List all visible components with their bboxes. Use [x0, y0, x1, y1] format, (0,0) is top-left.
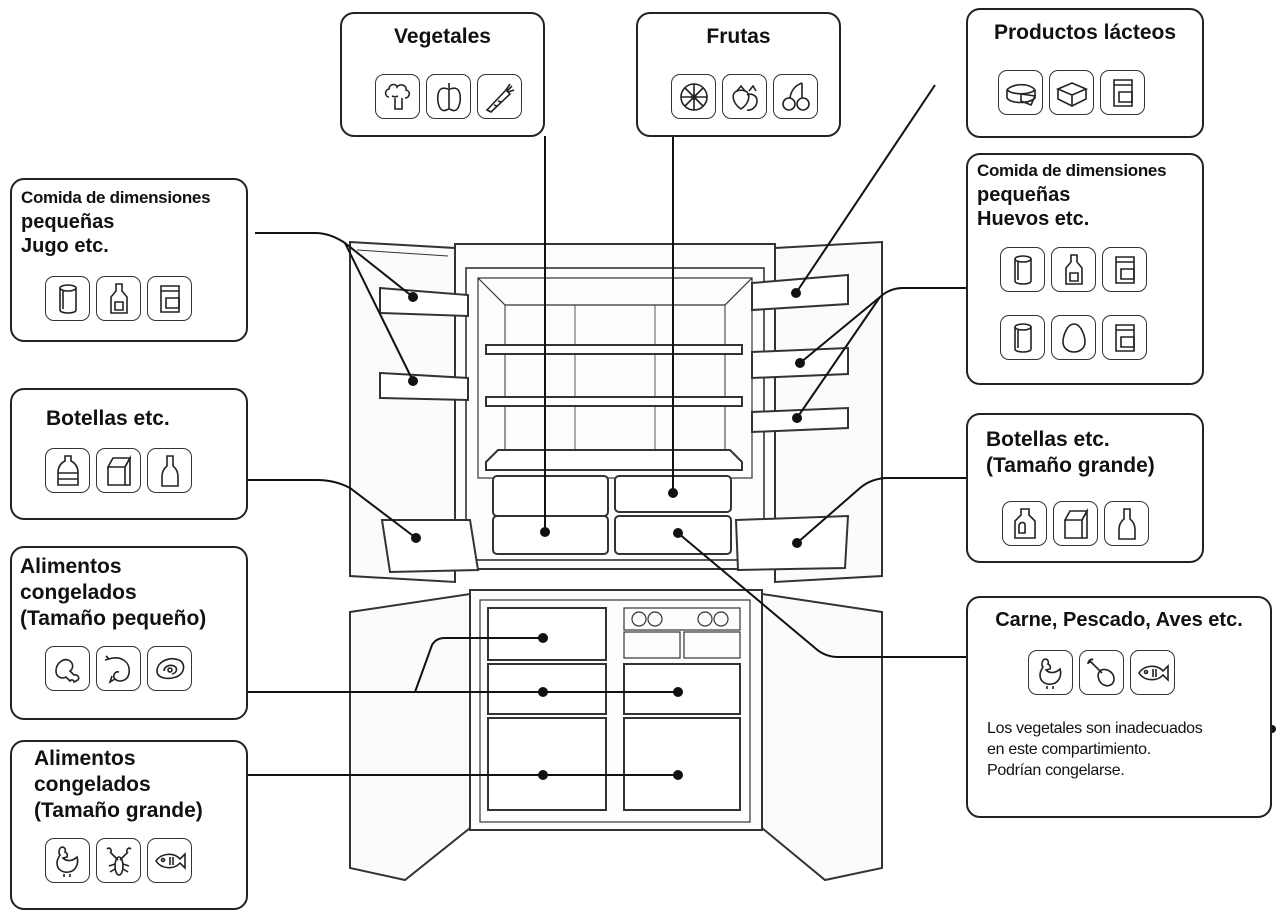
frozen-small-callout: Alimentos congelados (Tamaño pequeño) [10, 546, 248, 720]
small-food-juice-title-line2: pequeñas [21, 211, 115, 233]
frozen-large-callout: Alimentos congelados (Tamaño grande) [10, 740, 248, 910]
drumstick-icon [1079, 650, 1124, 695]
pepper-icon [426, 74, 471, 119]
bottles-large-title-line1: Botellas etc. [986, 428, 1110, 451]
milk-carton-icon [96, 448, 141, 493]
chicken-icon [45, 838, 90, 883]
meat-fish-note-line2: en este compartimiento. [987, 741, 1151, 758]
jar-icon [1100, 70, 1145, 115]
fish-icon [1130, 650, 1175, 695]
lobster-icon [96, 838, 141, 883]
can-icon [45, 276, 90, 321]
milk-carton-icon [1053, 501, 1098, 546]
meat-fish-title: Carne, Pescado, Aves etc. [995, 609, 1243, 631]
carrot-icon [477, 74, 522, 119]
bottles-large-title-line2: (Tamaño grande) [986, 454, 1155, 477]
vegetables-title: Vegetales [394, 25, 491, 48]
frozen-large-title-line1: Alimentos [34, 747, 136, 770]
cherries-icon [773, 74, 818, 119]
jar-icon [147, 276, 192, 321]
jar-icon [1102, 247, 1147, 292]
can-icon [1000, 247, 1045, 292]
bottles-large-callout: Botellas etc. (Tamaño grande) [966, 413, 1204, 563]
small-food-eggs-title-line1: Comida de dimensiones [977, 161, 1167, 180]
meat-fish-note-line3: Podrían congelarse. [987, 762, 1125, 779]
frozen-small-title-line2: congelados [20, 581, 137, 604]
small-food-juice-title-line1: Comida de dimensiones [21, 188, 211, 207]
wine-bottle-icon [1104, 501, 1149, 546]
shrimp-icon [96, 646, 141, 691]
bottle-icon [96, 276, 141, 321]
wine-bottle-icon [147, 448, 192, 493]
frozen-small-title-line3: (Tamaño pequeño) [20, 607, 207, 630]
cheese-icon [998, 70, 1043, 115]
meat-fish-callout: Carne, Pescado, Aves etc. Los vegetales … [966, 596, 1272, 818]
dairy-title: Productos lácteos [993, 21, 1177, 44]
jug-icon [1002, 501, 1047, 546]
plastic-bottle-icon [45, 448, 90, 493]
small-food-eggs-title-line3: Huevos etc. [977, 208, 1090, 230]
butter-icon [1049, 70, 1094, 115]
fruits-callout: Frutas [636, 12, 841, 137]
can-icon [1000, 315, 1045, 360]
bottle-icon [1051, 247, 1096, 292]
chicken-leg-icon [45, 646, 90, 691]
fruits-title: Frutas [706, 25, 771, 48]
dairy-callout: Productos lácteos [966, 8, 1204, 138]
small-food-eggs-callout: Comida de dimensiones pequeñas Huevos et… [966, 153, 1204, 385]
fish-steak-icon [147, 646, 192, 691]
small-food-juice-callout: Comida de dimensiones pequeñas Jugo etc. [10, 178, 248, 342]
frozen-large-title-line2: congelados [34, 773, 151, 796]
fish-icon [147, 838, 192, 883]
broccoli-icon [375, 74, 420, 119]
frozen-small-title-line1: Alimentos [20, 555, 122, 578]
meat-fish-note-line1: Los vegetales son inadecuados [987, 720, 1203, 737]
small-food-juice-title-line3: Jugo etc. [21, 235, 109, 257]
strawberry-icon [722, 74, 767, 119]
bottles-title: Botellas etc. [46, 407, 170, 430]
vegetables-callout: Vegetales [340, 12, 545, 137]
small-food-eggs-title-line2: pequeñas [977, 184, 1071, 206]
chicken-icon [1028, 650, 1073, 695]
bottles-callout: Botellas etc. [10, 388, 248, 520]
jar-icon [1102, 315, 1147, 360]
citrus-slice-icon [671, 74, 716, 119]
egg-icon [1051, 315, 1096, 360]
frozen-large-title-line3: (Tamaño grande) [34, 799, 203, 822]
